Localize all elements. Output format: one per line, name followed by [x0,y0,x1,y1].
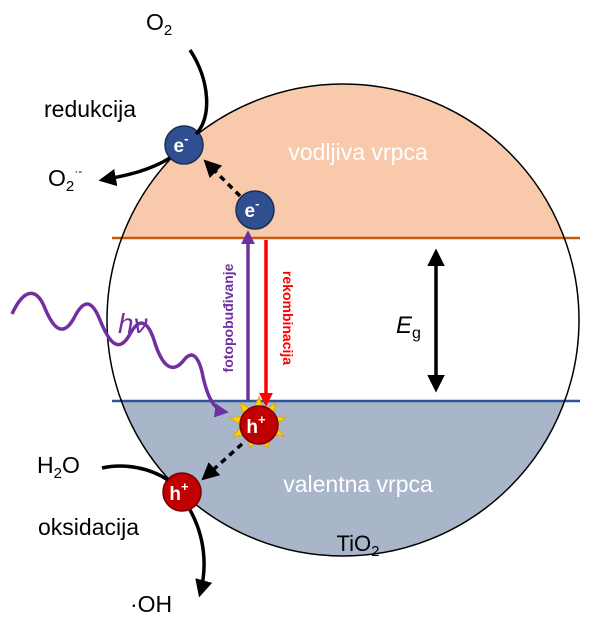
conduction-band-label: vodljiva vrpca [288,139,428,165]
reduction-curve [102,49,209,180]
photon-label: hν [118,308,148,339]
hydroxyl-label: ·OH [130,591,172,617]
band-gap-region [107,238,579,401]
svg-text:h+: h+ [246,412,266,438]
valence-hole: h+ [239,405,279,445]
electron-transfer-arrow [203,159,242,198]
recombination-label: rekombinacija [280,271,296,365]
reduction-label: redukcija [44,96,136,122]
valence-band-label: valentna vrpca [283,471,433,497]
o2-label: O2 [146,9,172,39]
material-label: TiO2 [337,531,380,560]
oxidation-curve [101,464,204,594]
hole-transfer-arrow [201,442,244,481]
band-gap-label: Eg [396,312,421,342]
svg-text:h+: h+ [169,479,189,505]
svg-text:e-: e- [174,131,189,157]
svg-text:e-: e- [245,196,260,222]
superoxide-label: O2·- [48,164,82,195]
surface-hole: h+ [162,472,202,512]
particle-outline [106,83,580,557]
excitation-label: fotopobuđivanje [220,263,236,372]
oxidation-label: oksidacija [38,514,139,540]
surface-electron: e- [164,125,204,165]
photon-wave [10,291,229,418]
conduction-electron: e- [235,190,275,230]
water-label: H2O [37,452,80,482]
